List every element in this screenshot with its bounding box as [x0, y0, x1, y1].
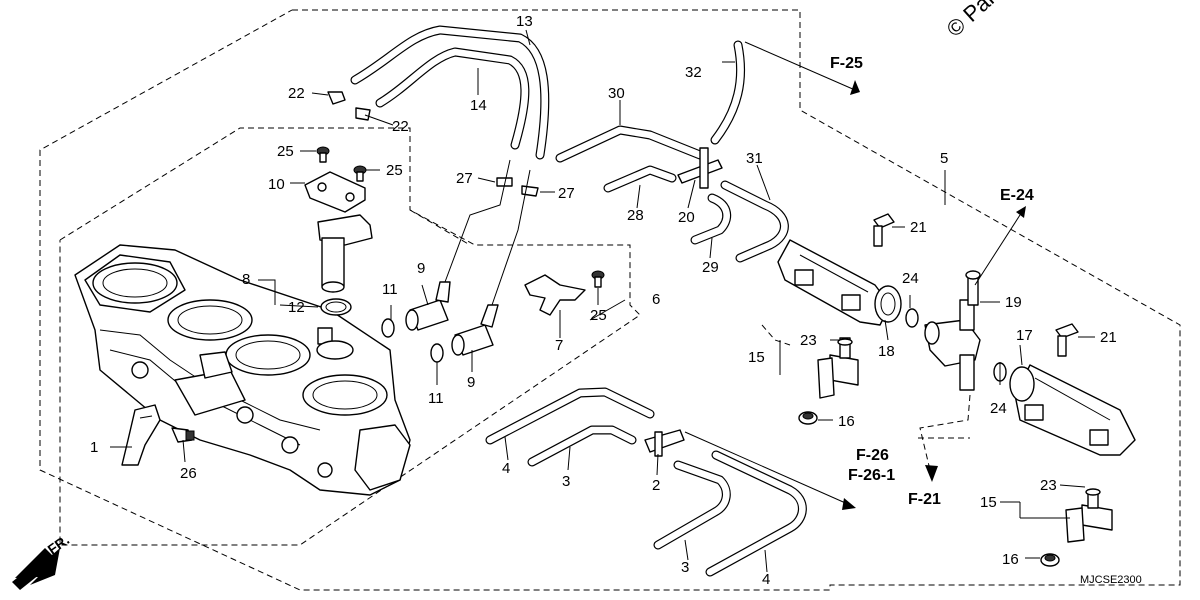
callout-10: 10 — [268, 176, 285, 193]
callout-11: 11 — [428, 390, 444, 407]
callout-labels: 1 2 3 3 4 4 5 6 7 8 9 9 10 11 11 12 13 1… — [90, 13, 1117, 588]
hose-part-4-upper — [485, 387, 655, 445]
hose-part-29 — [690, 193, 732, 245]
copyright-text: © Par — [942, 0, 1001, 42]
hose-part-28 — [603, 165, 677, 193]
callout-2: 2 — [652, 477, 660, 494]
reference-arrows — [684, 41, 1026, 510]
callout-24: 24 — [902, 270, 919, 287]
ref-f25: F-25 — [830, 55, 863, 72]
screw-part-25-upper — [316, 146, 367, 182]
callout-3: 3 — [681, 559, 689, 576]
hose-part-13 — [350, 25, 550, 160]
joint-part-19 — [924, 270, 981, 391]
callout-25: 25 — [386, 162, 403, 179]
hose-part-4-lower — [705, 450, 807, 577]
hose-part-3-lower — [653, 460, 731, 550]
callout-32: 32 — [685, 64, 702, 81]
ref-e24: E-24 — [1000, 187, 1034, 204]
fuel-rail-part-18 — [777, 239, 902, 326]
callout-26: 26 — [180, 465, 197, 482]
oring-part-12 — [320, 298, 352, 316]
seal-part-23-upper — [837, 338, 853, 346]
callout-11: 11 — [382, 281, 398, 298]
callout-4: 4 — [502, 460, 510, 477]
callout-7: 7 — [555, 337, 563, 354]
bracket-part-7 — [524, 274, 586, 316]
ref-f26-1: F-26-1 — [848, 467, 895, 484]
callout-1: 1 — [90, 439, 98, 456]
hose-part-32 — [710, 40, 746, 145]
tee-part-20 — [677, 147, 723, 189]
bracket-part-1 — [121, 404, 161, 466]
callout-19: 19 — [1005, 294, 1022, 311]
callout-25: 25 — [590, 307, 607, 324]
injector-part-15-lower — [1065, 489, 1113, 543]
callout-4: 4 — [762, 571, 770, 588]
hose-part-30 — [555, 125, 705, 163]
callout-24: 24 — [990, 400, 1007, 417]
hose-part-14 — [375, 47, 530, 150]
ref-f26: F-26 — [856, 447, 889, 464]
hose-part-31 — [720, 180, 789, 263]
joint-part-9-upper — [405, 281, 451, 331]
callout-14: 14 — [470, 97, 487, 114]
callout-30: 30 — [608, 85, 625, 102]
callout-15: 15 — [748, 349, 765, 366]
seal-part-16-lower — [1040, 553, 1060, 567]
seal-part-16-upper — [798, 411, 818, 425]
callout-27: 27 — [558, 185, 575, 202]
callout-3: 3 — [562, 473, 570, 490]
callout-16: 16 — [838, 413, 855, 430]
callout-29: 29 — [702, 259, 719, 276]
callout-12: 12 — [288, 299, 305, 316]
callout-15: 15 — [980, 494, 997, 511]
callout-28: 28 — [627, 207, 644, 224]
bolt-part-21-lower — [1055, 323, 1079, 357]
callout-16: 16 — [1002, 551, 1019, 568]
clip-part-22 — [327, 91, 371, 121]
callout-8: 8 — [242, 271, 250, 288]
front-direction-arrow — [12, 548, 60, 590]
injector-part-15-upper — [817, 337, 859, 399]
bolt-part-21-upper — [873, 213, 895, 247]
callout-21: 21 — [1100, 329, 1117, 346]
oring-part-24-upper — [905, 308, 919, 328]
callout-27: 27 — [456, 170, 473, 187]
callout-9: 9 — [417, 260, 425, 277]
sensor-part-10 — [304, 171, 373, 293]
callout-13: 13 — [516, 13, 533, 30]
callout-5: 5 — [940, 150, 948, 167]
reference-labels: F-25 E-24 F-26 F-26-1 F-21 — [830, 55, 1034, 508]
joint-part-9-lower — [451, 304, 499, 356]
screw-part-26 — [171, 427, 195, 443]
callout-31: 31 — [746, 150, 763, 167]
callout-23: 23 — [800, 332, 817, 349]
ref-f21: F-21 — [908, 491, 941, 508]
leader-lines — [110, 29, 1095, 573]
callout-17: 17 — [1016, 327, 1033, 344]
callout-21: 21 — [910, 219, 927, 236]
callout-6: 6 — [652, 291, 660, 308]
callout-25: 25 — [277, 143, 294, 160]
throttle-body — [74, 244, 411, 496]
clip-part-27 — [496, 177, 539, 197]
callout-22: 22 — [288, 85, 305, 102]
oring-part-11 — [381, 318, 444, 363]
assembly-boundaries — [39, 9, 1181, 591]
fuel-rail-part-17 — [1009, 364, 1136, 456]
seal-part-23-lower — [1085, 488, 1101, 496]
callout-9: 9 — [467, 374, 475, 391]
callout-18: 18 — [878, 343, 895, 360]
hose-part-3-upper — [527, 425, 637, 467]
callout-23: 23 — [1040, 477, 1057, 494]
callout-22: 22 — [392, 118, 409, 135]
screw-part-25-right — [591, 270, 605, 288]
diagram-code: MJCSE2300 — [1080, 574, 1142, 586]
callout-20: 20 — [678, 209, 695, 226]
tee-part-2 — [644, 429, 685, 457]
